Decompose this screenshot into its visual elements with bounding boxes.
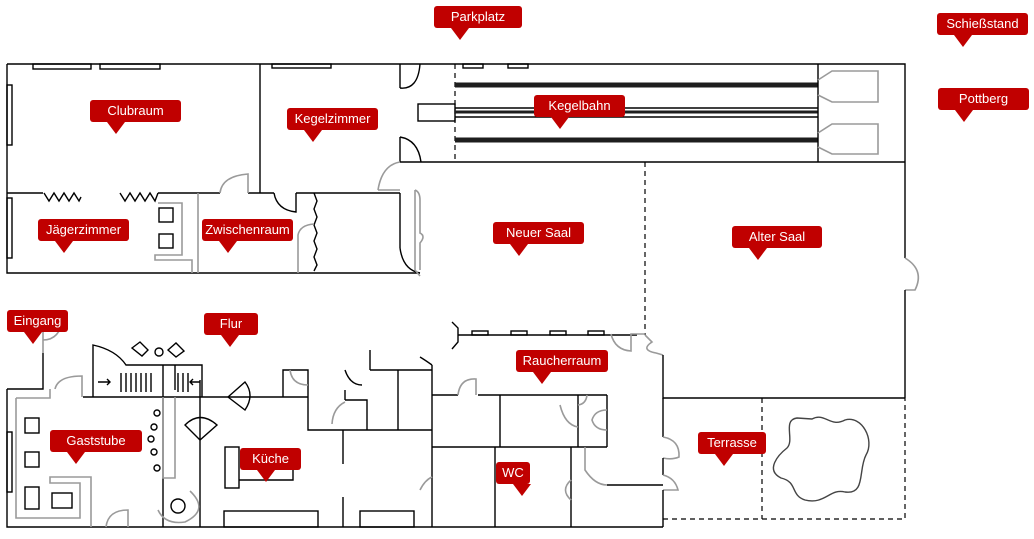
- label-neuer-saal: Neuer Saal: [493, 222, 584, 256]
- label-terrasse: Terrasse: [698, 432, 766, 466]
- label-eingang: Eingang: [7, 310, 68, 344]
- label-parkplatz: Parkplatz: [434, 6, 522, 40]
- label-jaegerzimmer: Jägerzimmer: [38, 219, 129, 253]
- label-pottberg: Pottberg: [938, 88, 1029, 122]
- walls: [6, 63, 920, 528]
- label-alter-saal: Alter Saal: [732, 226, 822, 260]
- label-gaststube: Gaststube: [50, 430, 142, 464]
- label-kegelbahn: Kegelbahn: [534, 95, 625, 129]
- label-wc: WC: [496, 462, 531, 496]
- label-flur: Flur: [204, 313, 258, 347]
- label-kegelzimmer: Kegelzimmer: [287, 108, 378, 142]
- label-schiessstand: Schießstand: [937, 13, 1028, 47]
- label-zwischenraum: Zwischenraum: [202, 219, 293, 253]
- label-clubraum: Clubraum: [90, 100, 181, 134]
- label-kueche: Küche: [240, 448, 301, 482]
- label-raucherraum: Raucherraum: [516, 350, 608, 384]
